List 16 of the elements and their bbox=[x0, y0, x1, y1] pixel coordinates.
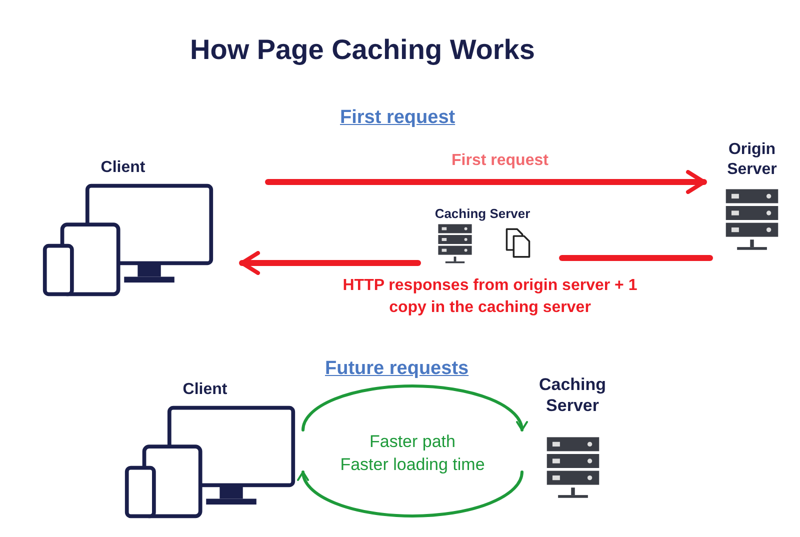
section-heading: First request bbox=[340, 107, 456, 129]
arrow bbox=[239, 251, 421, 275]
arrow bbox=[265, 170, 707, 194]
note-text: Faster loading time bbox=[339, 455, 486, 475]
title: How Page Caching Works bbox=[190, 34, 535, 66]
edge-label: First request bbox=[450, 152, 550, 170]
node-label: Caching Server bbox=[434, 205, 532, 222]
section-heading: Future requests bbox=[325, 358, 469, 380]
node-label: Client bbox=[100, 158, 146, 178]
arrow bbox=[298, 470, 524, 518]
edge-label: HTTP responses from origin server + 1 copy in the caching server bbox=[342, 276, 638, 318]
node-label: Caching Server bbox=[538, 374, 608, 416]
node-label: Origin Server bbox=[726, 140, 778, 180]
arrow bbox=[302, 384, 527, 432]
note-text: Faster path bbox=[368, 432, 456, 452]
node-label: Client bbox=[182, 380, 228, 400]
